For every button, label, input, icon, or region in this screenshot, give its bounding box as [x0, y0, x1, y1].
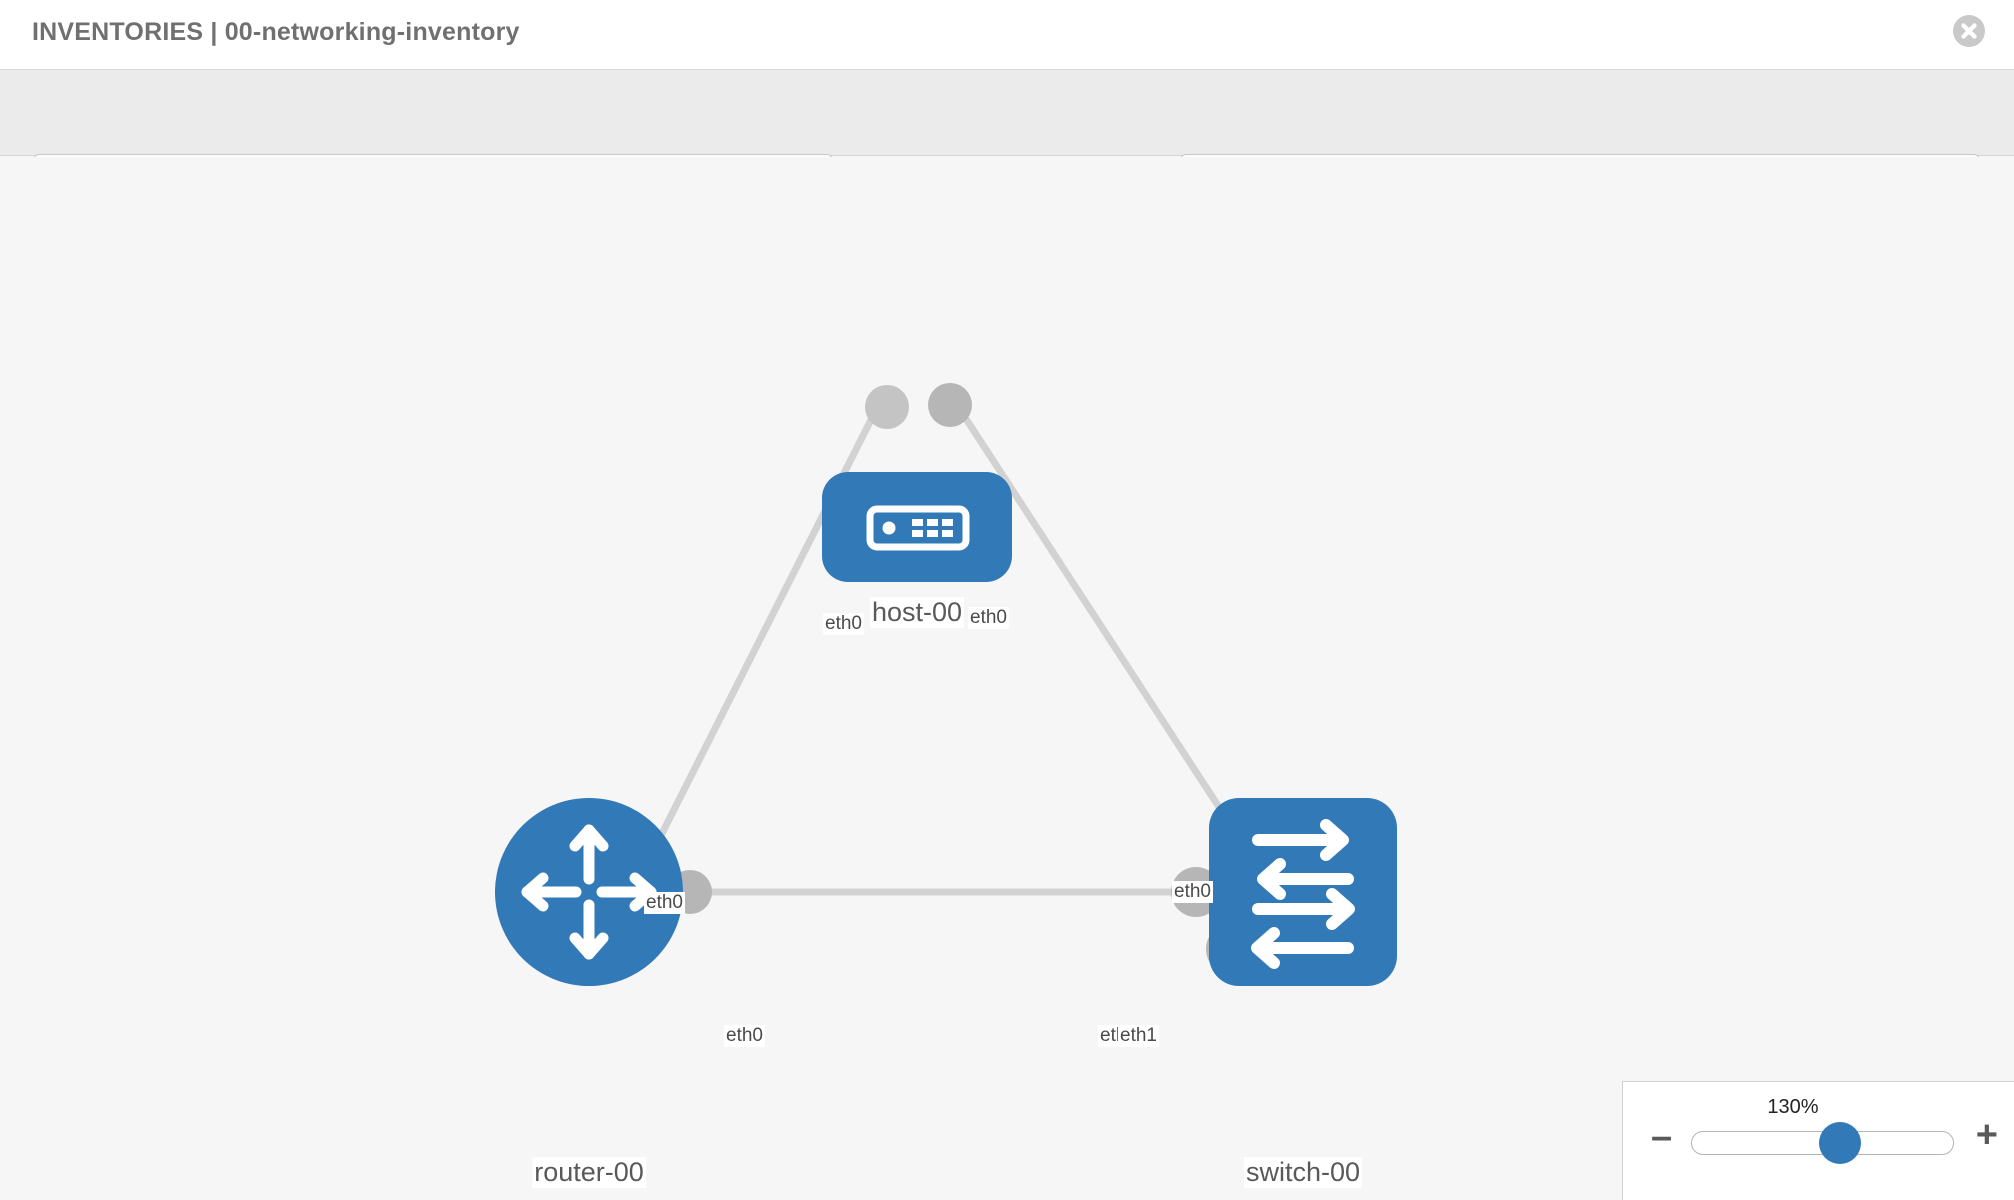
iface-label-host00-right: eth0 [968, 607, 1009, 629]
iface-label-host00-left: eth0 [823, 613, 864, 635]
topology-graph [495, 383, 1397, 986]
node-router-00[interactable] [495, 798, 683, 986]
topology-canvas[interactable]: host-00 router-00 switch-00 eth0 eth0 et… [0, 157, 2014, 1200]
iface-label-router00-uplink: eth0 [644, 892, 685, 914]
node-label-host-00: host-00 [869, 597, 965, 628]
iface-label-switch00-eth1: eth1 [1118, 1025, 1159, 1047]
node-host-00[interactable] [822, 472, 1012, 582]
zoom-percent-label: 130% [1767, 1096, 1819, 1118]
link-host00-switch00[interactable] [952, 400, 1248, 849]
switch-arrows-icon [1251, 819, 1355, 969]
node-switch-00[interactable] [1209, 798, 1397, 986]
toolbar: ACTIONS [0, 70, 2014, 202]
endpoint-host00-right[interactable] [928, 383, 972, 427]
close-icon[interactable] [1952, 14, 1986, 48]
endpoints-layer [668, 383, 1258, 975]
close-circle-icon [1953, 15, 1985, 47]
zoom-control-panel: 130% – + [1622, 1081, 2014, 1200]
zoom-out-button[interactable]: – [1651, 1116, 1673, 1158]
endpoint-host00-left[interactable] [865, 385, 909, 429]
iface-label-router00-eth0: eth0 [724, 1025, 765, 1047]
node-label-switch-00: switch-00 [1243, 1157, 1363, 1188]
node-label-router-00: router-00 [532, 1157, 646, 1188]
page-header: INVENTORIES | 00-networking-inventory [0, 0, 2014, 70]
server-icon [866, 505, 970, 551]
zoom-slider-thumb[interactable] [1819, 1122, 1861, 1164]
zoom-in-button[interactable]: + [1975, 1114, 1998, 1156]
iface-label-switch00-uplink: eth0 [1172, 881, 1213, 903]
page-title: INVENTORIES | 00-networking-inventory [32, 18, 520, 46]
